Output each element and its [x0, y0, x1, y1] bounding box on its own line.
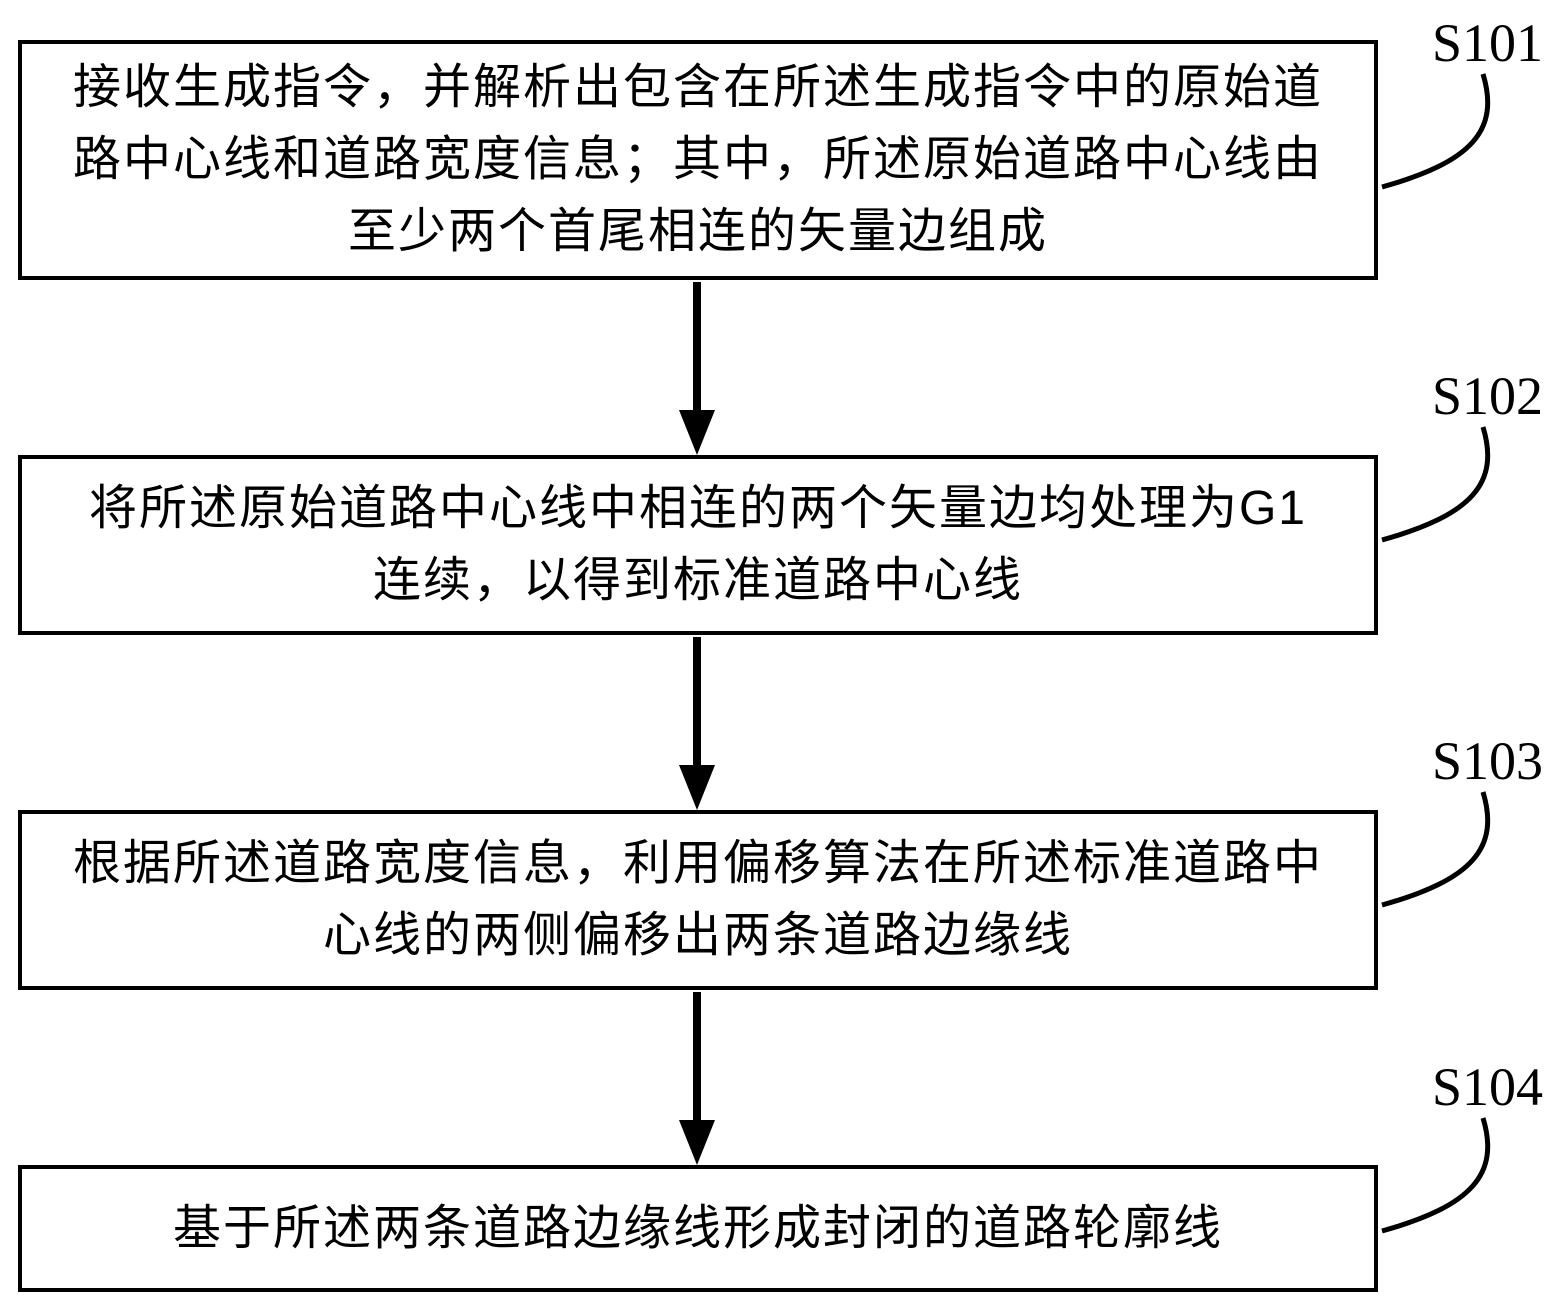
step-label-s101: S101 — [1432, 13, 1544, 73]
label-connector-s101 — [1381, 73, 1491, 190]
step-label-s102: S102 — [1432, 366, 1544, 426]
step-box-s102: 将所述原始道路中心线中相连的两个矢量边均处理为G1连续，以得到标准道路中心线 — [18, 455, 1378, 635]
arrow-s103-to-s104 — [679, 992, 715, 1165]
step-text-s104: 基于所述两条道路边缘线形成封闭的道路轮廓线 — [172, 1201, 1223, 1255]
label-connector-s102 — [1381, 426, 1491, 543]
step-box-s104: 基于所述两条道路边缘线形成封闭的道路轮廓线 — [18, 1165, 1378, 1292]
step-box-s103: 根据所述道路宽度信息，利用偏移算法在所述标准道路中心线的两侧偏移出两条道路边缘线 — [18, 810, 1378, 990]
arrow-s102-to-s103 — [679, 637, 715, 810]
arrow-s101-to-s102 — [679, 282, 715, 455]
step-box-s101: 接收生成指令，并解析出包含在所述生成指令中的原始道路中心线和道路宽度信息；其中，… — [18, 40, 1378, 280]
step-label-s104: S104 — [1432, 1057, 1544, 1117]
step-label-s103: S103 — [1432, 731, 1544, 791]
step-text-s102: 将所述原始道路中心线中相连的两个矢量边均处理为G1连续，以得到标准道路中心线 — [88, 482, 1308, 607]
label-connector-s104 — [1381, 1117, 1491, 1234]
label-connector-s103 — [1381, 791, 1491, 908]
step-text-s103: 根据所述道路宽度信息，利用偏移算法在所述标准道路中心线的两侧偏移出两条道路边缘线 — [72, 837, 1323, 962]
step-text-s101: 接收生成指令，并解析出包含在所述生成指令中的原始道路中心线和道路宽度信息；其中，… — [72, 61, 1323, 258]
